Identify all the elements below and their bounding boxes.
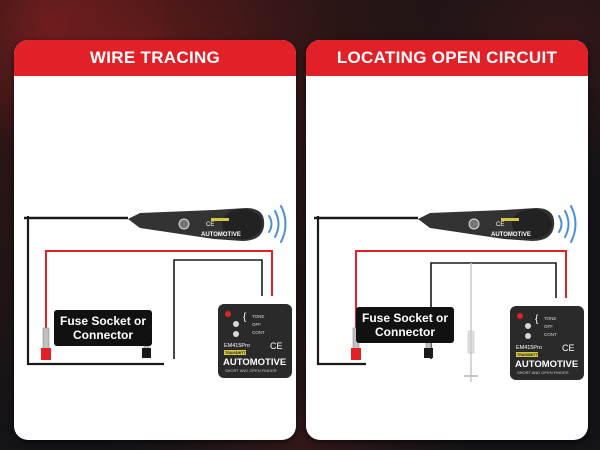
label-line-2: Connector [73,328,134,342]
diagram-wire-tracing: CE AUTOMOTIVE [24,205,292,378]
svg-text:{: { [535,314,539,325]
broken-clip-icon [464,330,478,382]
probe-name: AUTOMOTIVE [201,232,241,238]
switch-cont: CONT [544,332,557,337]
device-sub: SHORT AND OPEN FINDER [517,370,569,375]
red-wire [45,250,273,359]
diagram-open-circuit: CE AUTOMOTIVE [314,205,584,382]
transmitter-device[interactable]: { TONE OFF CONT EM415Pro CE TRANSMITTER … [218,304,292,378]
device-brand: EM415Pro [516,345,542,351]
switch-off: OFF [544,324,553,329]
signal-icon [268,205,287,243]
device-tag: TRANSMITTER [225,351,251,355]
switch-tone: TONE [544,316,556,321]
device-name: AUTOMOTIVE [223,357,286,368]
red-clip-icon [41,327,51,360]
signal-icon [558,205,577,243]
device-ce: CE [270,341,283,351]
probe-rod [26,216,164,366]
fuse-socket-label: Fuse Socket or Connector [54,310,153,346]
label-line-1: Fuse Socket or [60,314,147,328]
fuse-socket-label: Fuse Socket or Connector [356,307,455,343]
switch-cont: CONT [252,330,265,335]
device-name: AUTOMOTIVE [515,359,578,370]
switch-off: OFF [252,322,261,327]
probe-name: AUTOMOTIVE [491,232,531,238]
probe-ce: CE [206,222,214,228]
panel-title: LOCATING OPEN CIRCUIT [306,40,588,76]
label-line-2: Connector [375,325,436,339]
probe-rod [316,216,366,366]
red-wire [355,250,567,359]
svg-text:{: { [243,312,247,323]
device-ce: CE [562,343,575,353]
label-line-1: Fuse Socket or [362,311,449,325]
probe-receiver[interactable]: CE AUTOMOTIVE [128,208,265,241]
black-wire [173,259,263,359]
transmitter-device[interactable]: { TONE OFF CONT EM415Pro CE TRANSMITTER … [510,306,584,380]
probe-ce: CE [496,222,504,228]
device-tag: TRANSMITTER [517,353,543,357]
panel-wire-tracing: WIRE TRACING CE AUTOMOTIVE [14,40,296,440]
switch-tone: TONE [252,314,264,319]
device-sub: SHORT AND OPEN FINDER [225,368,277,373]
panel-title: WIRE TRACING [14,40,296,76]
device-brand: EM415Pro [224,343,250,349]
probe-receiver[interactable]: CE AUTOMOTIVE [418,208,555,241]
panel-open-circuit: LOCATING OPEN CIRCUIT CE AUTOMOTIVE [306,40,588,440]
